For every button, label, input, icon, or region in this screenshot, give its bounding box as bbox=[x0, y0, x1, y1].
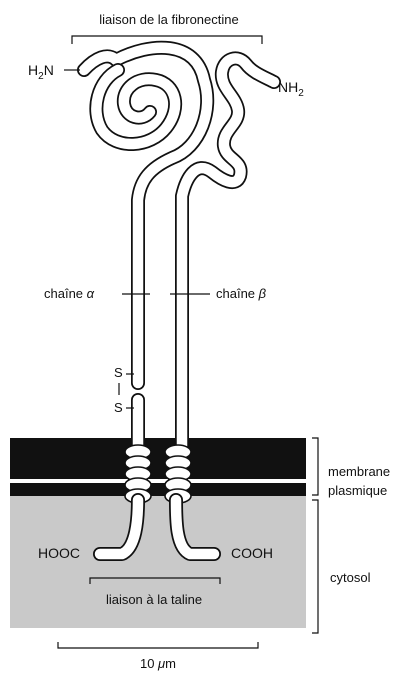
h2n-label: H2N bbox=[28, 62, 54, 82]
membrane-label-line1: membrane bbox=[328, 464, 390, 479]
svg-text:S: S bbox=[114, 400, 123, 415]
membrane-label-line2: plasmique bbox=[328, 483, 387, 498]
membrane-outer-leaflet bbox=[10, 438, 306, 479]
cytosol-bracket bbox=[312, 500, 318, 633]
beta-chain-label: chaîne β bbox=[216, 286, 267, 301]
beta-chain bbox=[182, 58, 274, 448]
membrane-inner-leaflet bbox=[10, 483, 306, 496]
alpha-chain-label: chaîne α bbox=[44, 286, 95, 301]
cytosol-region bbox=[10, 495, 306, 628]
svg-text:S: S bbox=[114, 365, 123, 380]
nh2-label: NH2 bbox=[278, 79, 304, 99]
talin-binding-label: liaison à la taline bbox=[106, 592, 202, 607]
hooc-label: HOOC bbox=[38, 545, 80, 561]
fibronectin-binding-label: liaison de la fibronectine bbox=[99, 12, 238, 27]
scale-bar bbox=[58, 642, 258, 648]
scale-label: 10 μm bbox=[140, 656, 176, 671]
cytosol-label: cytosol bbox=[330, 570, 371, 585]
cooh-label: COOH bbox=[231, 545, 273, 561]
membrane-bracket bbox=[312, 438, 318, 495]
